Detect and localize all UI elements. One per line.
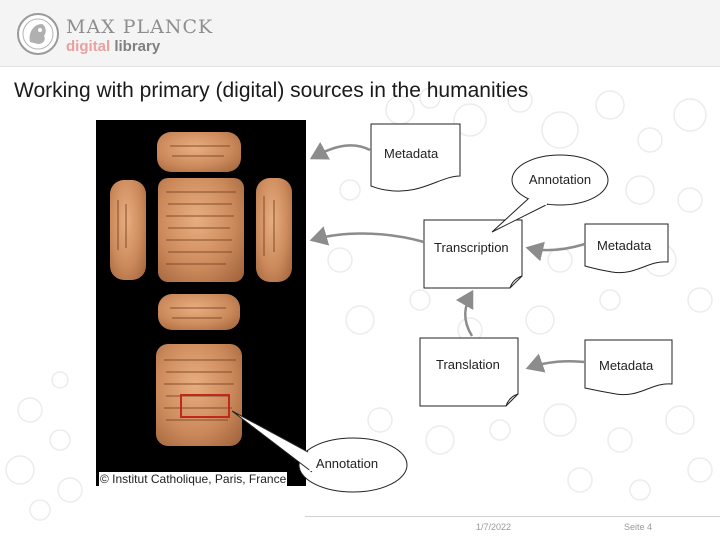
metadata-label-bottom: Metadata xyxy=(599,358,654,373)
metadata-label-middle: Metadata xyxy=(597,238,652,253)
logo-text-library: library xyxy=(110,38,161,55)
minerva-logo-icon xyxy=(17,13,59,55)
arrow-metadata-to-transcription xyxy=(525,241,586,262)
arrow-transcription-to-photo xyxy=(309,226,425,246)
tablet-bottom-edge xyxy=(158,294,240,330)
annotation-bubble-top-tail xyxy=(491,198,549,233)
metadata-note-top xyxy=(370,123,461,192)
logo-text-digital-library: digital library xyxy=(66,38,160,55)
arrow-translation-to-transcription xyxy=(455,289,474,337)
annotation-bubble-top-tail-join xyxy=(528,198,548,206)
metadata-label-top: Metadata xyxy=(384,146,439,161)
tablet-photo xyxy=(96,120,306,486)
metadata-note-middle xyxy=(584,223,669,274)
footer-divider xyxy=(305,516,720,517)
transcription-label: Transcription xyxy=(434,240,509,255)
annotation-bubble-top xyxy=(511,154,609,206)
tablet-obverse xyxy=(158,178,244,282)
slide-title: Working with primary (digital) sources i… xyxy=(14,79,529,102)
translation-note xyxy=(419,337,519,407)
annotation-label-bottom: Annotation xyxy=(315,456,379,471)
metadata-note-bottom xyxy=(584,339,673,396)
logo-text-digital: digital xyxy=(66,38,111,55)
footer-date: 1/7/2022 xyxy=(476,522,512,532)
logo-text-max-planck: MAX PLANCK xyxy=(66,16,214,38)
tablet-left-side xyxy=(110,180,146,280)
header-bar xyxy=(0,0,720,67)
translation-note-fold xyxy=(505,393,519,407)
highlight-box xyxy=(180,394,230,418)
transcription-note-fold xyxy=(509,275,523,289)
annotation-label-top: Annotation xyxy=(528,172,592,187)
arrow-metadata-to-translation xyxy=(525,353,586,373)
annotation-bubble-bottom-tail-join xyxy=(307,452,313,472)
arrow-metadata-to-photo xyxy=(309,141,371,160)
annotation-bubble-bottom xyxy=(298,437,408,493)
copyright-caption: © Institut Catholique, Paris, France xyxy=(99,472,288,486)
tablet-top-edge xyxy=(157,132,241,172)
translation-label: Translation xyxy=(436,357,500,372)
footer-page-number: Seite 4 xyxy=(624,522,653,532)
cuneiform-marks xyxy=(117,145,275,421)
annotation-bubble-bottom-tail xyxy=(231,410,313,473)
